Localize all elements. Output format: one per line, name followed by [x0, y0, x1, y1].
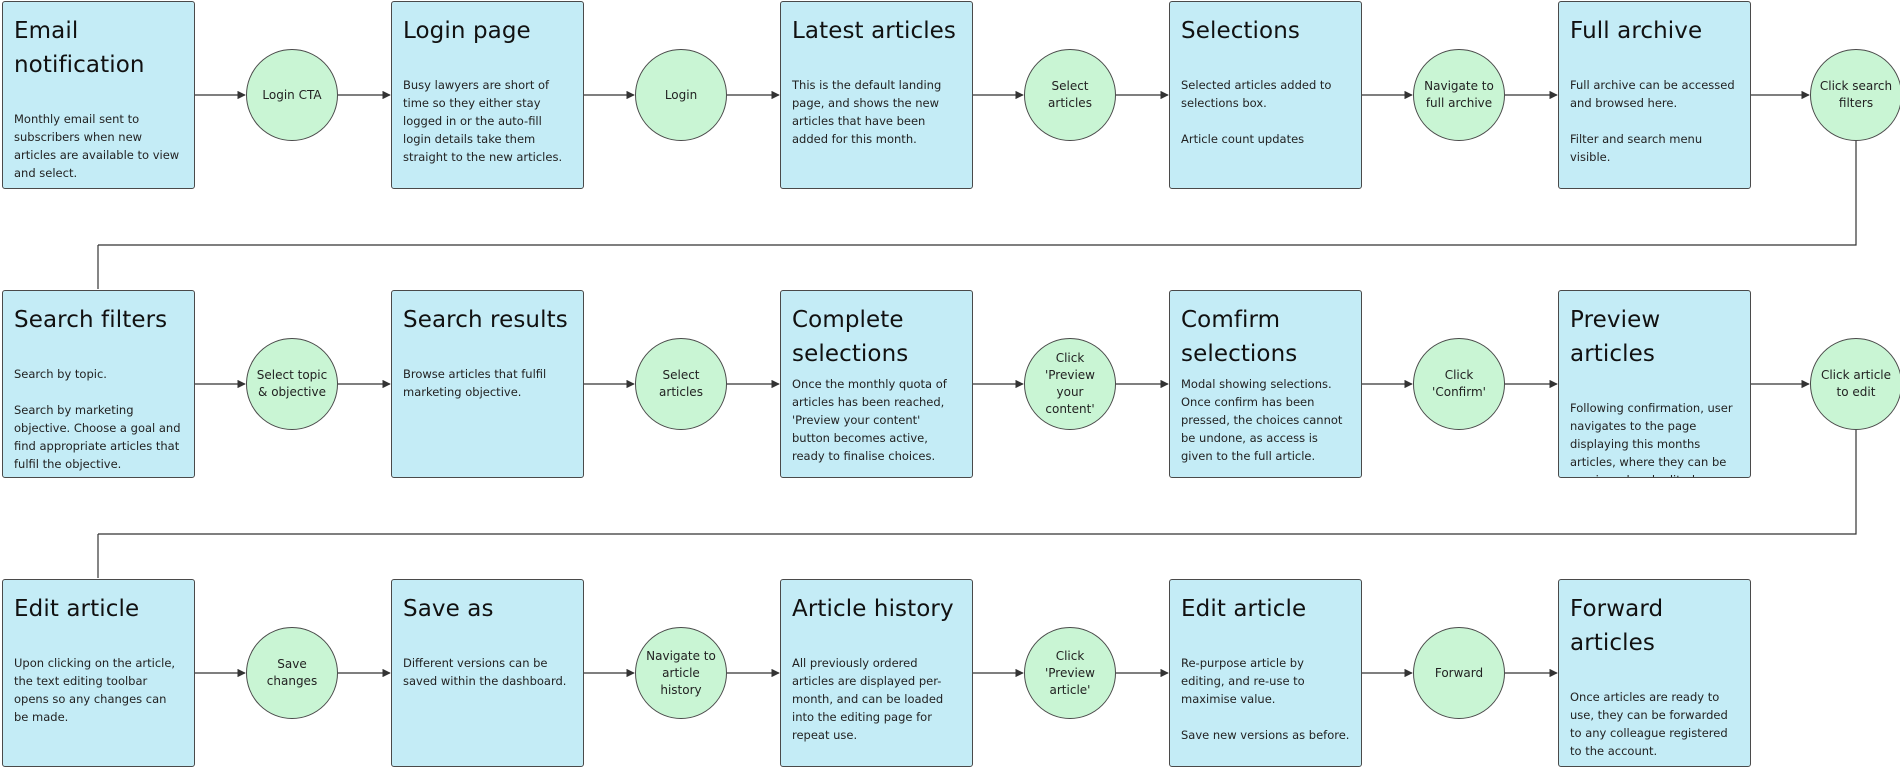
step-description: Search by topic. Search by marketing obj…: [14, 367, 181, 471]
action-circle: Navigate to full archive: [1413, 49, 1505, 141]
step-title: Search filters: [14, 307, 168, 333]
step-description: Different versions can be saved within t…: [403, 656, 567, 688]
step-description: This is the default landing page, and sh…: [792, 78, 942, 146]
step-description: Modal showing selections. Once confirm h…: [1181, 377, 1343, 463]
action-circle: Select articles: [1024, 49, 1116, 141]
step-title: Latest articles: [792, 18, 957, 44]
action-circle: Login CTA: [246, 49, 338, 141]
step-title: Edit article: [14, 596, 140, 622]
step-description: Upon clicking on the article, the text e…: [14, 656, 176, 724]
step-description: Full archive can be accessed and browsed…: [1570, 78, 1735, 164]
action-circle: Click 'Preview your content': [1024, 338, 1116, 430]
step-description: Busy lawyers are short of time so they e…: [403, 78, 563, 164]
action-circle: Select topic & objective: [246, 338, 338, 430]
step-title: Save as: [403, 596, 494, 622]
action-circle: Save changes: [246, 627, 338, 719]
step-title: Preview articles: [1570, 307, 1661, 367]
step-title: Selections: [1181, 18, 1300, 44]
step-title: Email notification: [14, 18, 145, 78]
action-circle: Login: [635, 49, 727, 141]
action-circle: Navigate to article history: [635, 627, 727, 719]
step-title: Complete selections: [792, 307, 909, 367]
step-title: Forward articles: [1570, 596, 1664, 656]
step-description: Following confirmation, user navigates t…: [1570, 401, 1733, 477]
step-title: Edit article: [1181, 596, 1307, 622]
step-description: All previously ordered articles are disp…: [792, 656, 944, 742]
action-circle: Click 'Preview article': [1024, 627, 1116, 719]
action-circle: Select articles: [635, 338, 727, 430]
step-title: Article history: [792, 596, 954, 622]
step-box: Save as Different versions can be saved w…: [391, 579, 584, 767]
step-title: Full archive: [1570, 18, 1703, 44]
step-description: Once articles are ready to use, they can…: [1570, 690, 1728, 758]
action-circle: Click search filters: [1810, 49, 1900, 141]
step-title: Login page: [403, 18, 531, 44]
action-circle: Click article to edit: [1810, 338, 1900, 430]
step-description: Browse articles that fulfil marketing ob…: [403, 367, 547, 399]
step-title: Search results: [403, 307, 568, 333]
step-title: Comfirm selections: [1181, 307, 1298, 367]
step-description: Monthly email sent to subscribers when n…: [14, 112, 180, 180]
step-description: Re-purpose article by editing, and re-us…: [1181, 656, 1350, 742]
action-circle: Forward: [1413, 627, 1505, 719]
step-description: Selected articles added to selections bo…: [1181, 78, 1332, 146]
action-circle: Click 'Confirm': [1413, 338, 1505, 430]
step-description: Once the monthly quota of articles has b…: [792, 377, 947, 463]
